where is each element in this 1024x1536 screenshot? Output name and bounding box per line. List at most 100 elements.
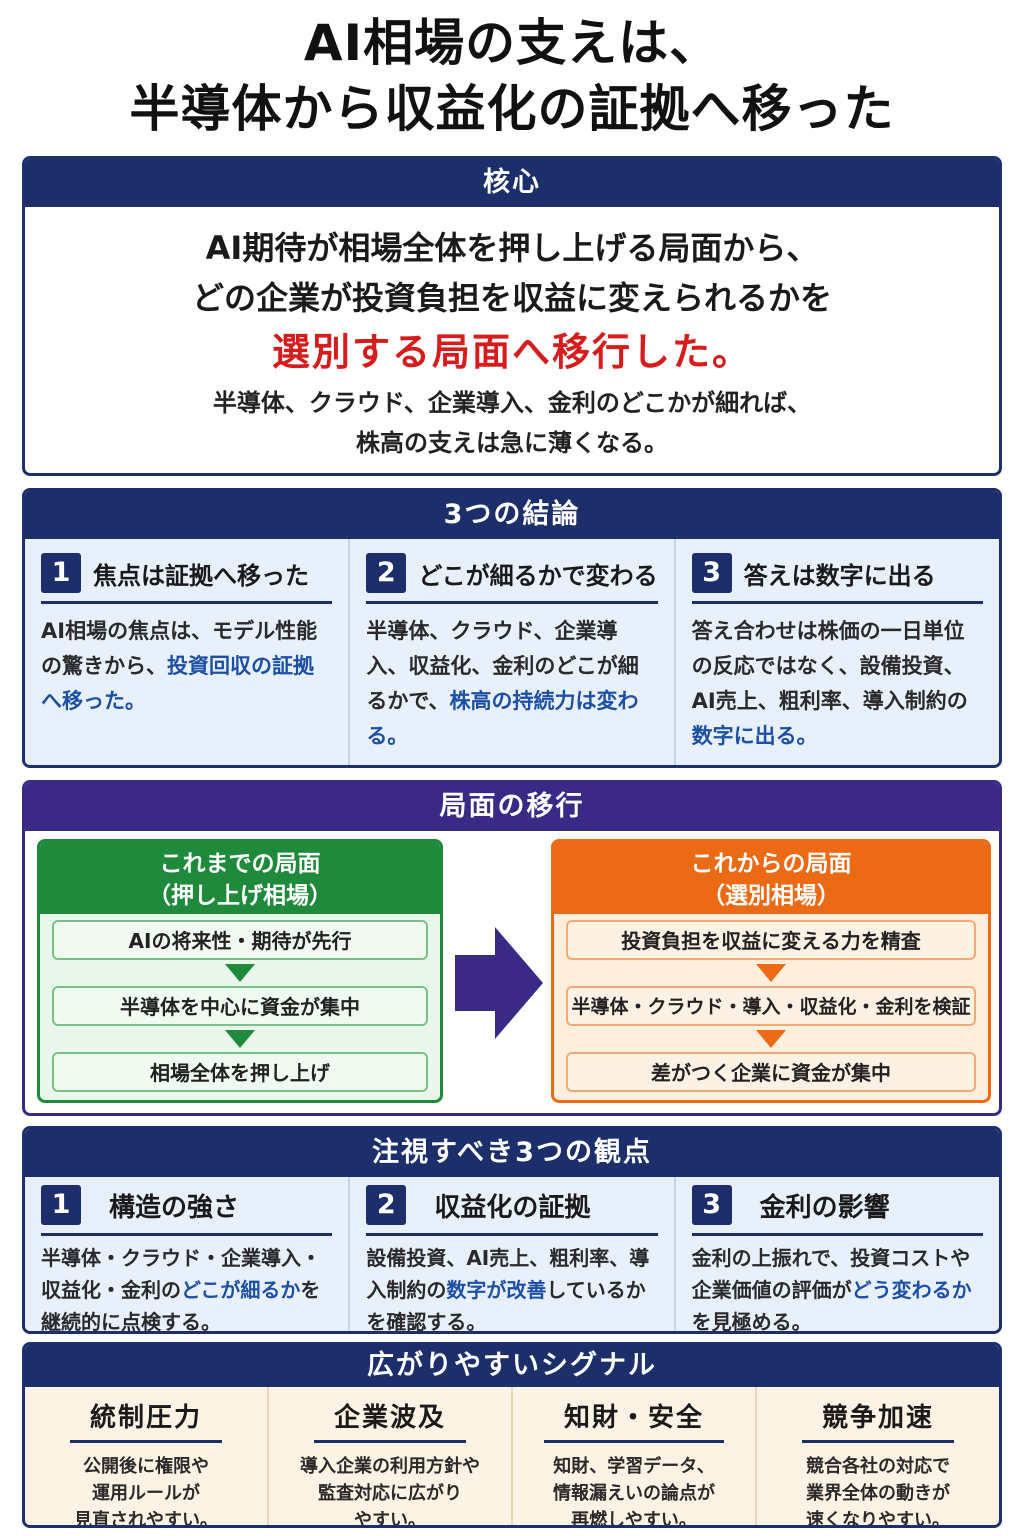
text-part: AI相場の焦点は、モデル性能の驚きから、 (41, 619, 318, 678)
page-title: AI相場の支えは、 半導体から収益化の証拠へ移った (0, 10, 1024, 142)
conclusion-title: 焦点は証拠へ移った (93, 561, 309, 590)
text-part: 金利の上振れで、投資コストや企業価値の評価が (691, 1246, 971, 1302)
after-title-line-2: （選別相場） (702, 883, 840, 909)
arrow-down-icon (756, 964, 786, 982)
viewpoint-card: 2 収益化の証拠 設備投資、AI売上、粗利率、導入制約の数字が改善しているかを確… (350, 1177, 676, 1334)
signal-text: 公開後に権限や 運用ルールが 見直されやすい。 (25, 1453, 267, 1528)
signal-line: 運用ルールが (92, 1483, 200, 1504)
flow-step: 差がつく企業に資金が集中 (566, 1052, 976, 1092)
conclusions-panel: 3つの結論 1 焦点は証拠へ移った AI相場の焦点は、モデル性能の驚きから、投資… (22, 488, 1002, 768)
number-badge: 2 (366, 1185, 407, 1225)
signal-text: 導入企業の利用方針や 監査対応に広がり やすい。 (269, 1453, 511, 1528)
core-main-text: AI期待が相場全体を押し上げる局面から、 どの企業が投資負担を収益に変えられるか… (25, 223, 999, 323)
conclusion-text: 答え合わせは株価の一日単位の反応ではなく、設備投資、AI売上、粗利率、導入制約の… (692, 614, 983, 754)
viewpoint-title: 構造の強さ (109, 1192, 240, 1223)
shift-panel: 局面の移行 これまでの局面 （押し上げ相場） AIの将来性・期待が先行 半導体を… (22, 780, 1002, 1116)
viewpoint-text: 半導体・クラウド・企業導入・収益化・金利のどこが細るかを継続的に点検する。 (41, 1242, 332, 1334)
flow-step: 投資負担を収益に変える力を精査 (566, 920, 976, 960)
signal-line: 競合各社の対応で (806, 1456, 950, 1477)
signal-card: 統制圧力 公開後に権限や 運用ルールが 見直されやすい。 (25, 1387, 269, 1525)
viewpoint-header: 2 収益化の証拠 (366, 1185, 658, 1236)
flow-step: AIの将来性・期待が先行 (52, 920, 428, 960)
conclusion-header: 1 焦点は証拠へ移った (41, 553, 333, 604)
before-steps: AIの将来性・期待が先行 半導体を中心に資金が集中 相場全体を押し上げ (40, 914, 440, 1100)
conclusion-card: 3 答えは数字に出る 答え合わせは株価の一日単位の反応ではなく、設備投資、AI売… (676, 539, 999, 765)
viewpoints-heading: 注視すべき3つの観点 (25, 1129, 999, 1177)
arrow-down-icon (756, 1030, 786, 1048)
viewpoint-card: 1 構造の強さ 半導体・クラウド・企業導入・収益化・金利のどこが細るかを継続的に… (25, 1177, 351, 1334)
viewpoint-header: 1 構造の強さ (41, 1185, 333, 1236)
title-line-1: AI相場の支えは、 (303, 14, 721, 72)
conclusion-card: 1 焦点は証拠へ移った AI相場の焦点は、モデル性能の驚きから、投資回収の証拠へ… (25, 539, 351, 765)
viewpoint-card: 3 金利の影響 金利の上振れで、投資コストや企業価値の評価がどう変わるかを見極め… (676, 1177, 999, 1331)
flow-step: 相場全体を押し上げ (52, 1052, 428, 1092)
viewpoints-panel: 注視すべき3つの観点 1 構造の強さ 半導体・クラウド・企業導入・収益化・金利の… (22, 1126, 1002, 1334)
number-badge: 1 (41, 1185, 81, 1225)
signal-text: 競合各社の対応で 業界全体の動きが 速くなりやすい。 (757, 1453, 999, 1528)
number-badge: 2 (366, 553, 407, 593)
after-phase: これからの局面 （選別相場） 投資負担を収益に変える力を精査 半導体・クラウド・… (551, 839, 991, 1103)
arrow-down-icon (225, 964, 255, 982)
highlight-text: 株高の持続力は変わる。 (366, 689, 639, 748)
text-part: 半導体・クラウド・企業導入・収益化・金利の (41, 1246, 321, 1302)
arrow-down-icon (225, 1030, 255, 1048)
number-badge: 1 (41, 553, 81, 593)
after-steps: 投資負担を収益に変える力を精査 半導体・クラウド・導入・収益化・金利を検証 差が… (554, 914, 988, 1100)
flow-step: 半導体・クラウド・導入・収益化・金利を検証 (566, 986, 976, 1026)
before-phase-title: これまでの局面 （押し上げ相場） (40, 842, 440, 914)
core-sub-line-2: 株高の支えは急に薄くなる。 (356, 429, 668, 457)
highlight-text: 数字が改善 (446, 1278, 547, 1302)
viewpoint-title: 収益化の証拠 (434, 1192, 591, 1223)
signal-line: 導入企業の利用方針や (300, 1456, 480, 1477)
conclusion-header: 3 答えは数字に出る (691, 553, 983, 604)
highlight-text: 数字に出る。 (691, 724, 818, 748)
conclusions-columns: 1 焦点は証拠へ移った AI相場の焦点は、モデル性能の驚きから、投資回収の証拠へ… (25, 539, 999, 765)
viewpoints-columns: 1 構造の強さ 半導体・クラウド・企業導入・収益化・金利のどこが細るかを継続的に… (25, 1177, 999, 1331)
signal-title: 企業波及 (313, 1397, 466, 1443)
viewpoint-text: 金利の上振れで、投資コストや企業価値の評価がどう変わるかを見極める。 (691, 1242, 983, 1334)
signal-line: 知財、学習データ、 (553, 1456, 715, 1477)
signal-line: 見直されやすい。 (74, 1510, 218, 1528)
signal-card: 企業波及 導入企業の利用方針や 監査対応に広がり やすい。 (269, 1387, 513, 1525)
title-line-2: 半導体から収益化の証拠へ移った (129, 80, 895, 138)
before-title-line-2: （押し上げ相場） (148, 883, 332, 909)
signal-title: 競争加速 (801, 1397, 954, 1443)
conclusions-heading: 3つの結論 (25, 491, 999, 539)
flow-step: 半導体を中心に資金が集中 (52, 986, 428, 1026)
signal-line: 監査対応に広がり (318, 1483, 462, 1504)
signal-text: 知財、学習データ、 情報漏えいの論点が 再燃しやすい。 (513, 1453, 755, 1525)
number-badge: 3 (691, 1185, 732, 1225)
core-heading: 核心 (25, 159, 999, 207)
signal-card: 競争加速 競合各社の対応で 業界全体の動きが 速くなりやすい。 (757, 1387, 999, 1525)
viewpoint-title: 金利の影響 (759, 1192, 890, 1223)
before-phase: これまでの局面 （押し上げ相場） AIの将来性・期待が先行 半導体を中心に資金が… (37, 839, 443, 1103)
signals-panel: 広がりやすいシグナル 統制圧力 公開後に権限や 運用ルールが 見直されやすい。 … (22, 1342, 1002, 1528)
conclusion-title: どこが細るかで変わる (418, 561, 658, 590)
text-part: を継続的に点検する。 (41, 1278, 321, 1334)
text-part: 半導体、クラウド、企業導入、収益化、金利のどこが細るかで、 (366, 619, 639, 713)
signal-line: やすい。 (354, 1510, 426, 1528)
core-line-1: AI期待が相場全体を押し上げる局面から、 (205, 229, 819, 267)
arrow-right-icon (455, 927, 543, 1039)
highlight-text: 投資回収の証拠へ移った。 (41, 654, 314, 713)
text-part: を見極める。 (691, 1310, 812, 1334)
signal-line: 業界全体の動きが (806, 1483, 950, 1504)
core-line-2: どの企業が投資負担を収益に変えられるかを (191, 279, 832, 317)
text-part: しているかを確認する。 (366, 1278, 646, 1334)
conclusion-header: 2 どこが細るかで変わる (366, 553, 658, 604)
shift-heading: 局面の移行 (25, 783, 999, 831)
after-title-line-1: これからの局面 (690, 851, 852, 877)
signals-columns: 統制圧力 公開後に権限や 運用ルールが 見直されやすい。 企業波及 導入企業の利… (25, 1387, 999, 1525)
conclusion-card: 2 どこが細るかで変わる 半導体、クラウド、企業導入、収益化、金利のどこが細るか… (350, 539, 676, 765)
signal-line: 公開後に権限や (83, 1456, 209, 1477)
signals-heading: 広がりやすいシグナル (25, 1345, 999, 1387)
viewpoint-text: 設備投資、AI売上、粗利率、導入制約の数字が改善しているかを確認する。 (366, 1242, 657, 1334)
highlight-text: どう変わるか (851, 1278, 972, 1302)
conclusion-title: 答えは数字に出る (743, 561, 936, 590)
signal-title: 統制圧力 (69, 1397, 222, 1443)
conclusion-text: 半導体、クラウド、企業導入、収益化、金利のどこが細るかで、株高の持続力は変わる。 (366, 614, 657, 754)
core-sub-line-1: 半導体、クラウド、企業導入、金利のどこかが細れば、 (212, 389, 812, 417)
after-phase-title: これからの局面 （選別相場） (554, 842, 988, 914)
signal-line: 情報漏えいの論点が (553, 1483, 715, 1504)
signal-line: 速くなりやすい。 (806, 1510, 950, 1528)
